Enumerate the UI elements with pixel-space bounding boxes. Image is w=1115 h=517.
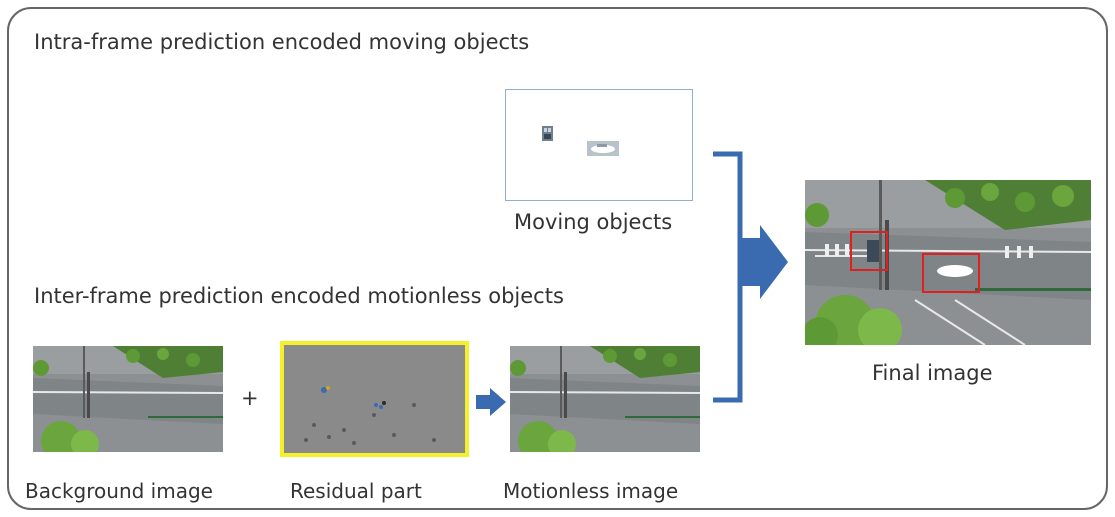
plus-sign: + xyxy=(241,386,259,410)
motionless-image-label: Motionless image xyxy=(503,479,679,503)
merge-bracket xyxy=(713,151,788,403)
residual-image xyxy=(280,341,469,457)
final-image xyxy=(805,180,1091,345)
moving-objects-label: Moving objects xyxy=(514,210,673,234)
intra-frame-title: Intra-frame prediction encoded moving ob… xyxy=(34,30,530,54)
inter-frame-title: Inter-frame prediction encoded motionles… xyxy=(34,284,564,308)
moving-objects-image xyxy=(505,89,693,201)
background-image-label: Background image xyxy=(25,479,213,503)
residual-part-label: Residual part xyxy=(290,479,422,503)
background-image xyxy=(33,346,223,452)
final-image-label: Final image xyxy=(872,361,993,385)
diagram-frame xyxy=(7,7,1108,510)
motionless-image xyxy=(510,346,700,452)
small-arrow-icon xyxy=(476,388,506,416)
